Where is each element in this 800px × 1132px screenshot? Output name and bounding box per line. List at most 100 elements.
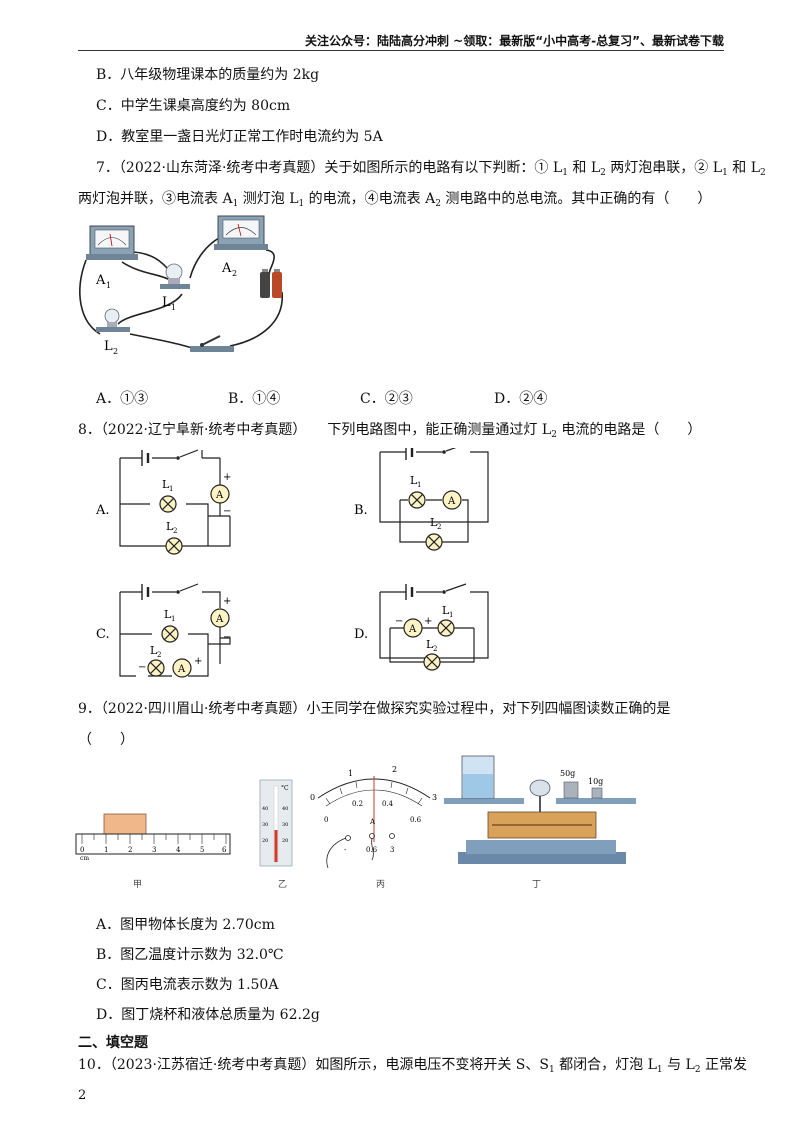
q7-option-d: D．②④ xyxy=(494,391,548,407)
svg-text:L: L xyxy=(426,638,434,651)
svg-text:1: 1 xyxy=(169,485,173,493)
svg-text:+: + xyxy=(424,616,432,627)
svg-text:L: L xyxy=(150,644,158,657)
q6-option-b: B．八年级物理课本的质量约为 2kg xyxy=(96,67,320,83)
svg-text:A: A xyxy=(215,490,224,501)
ammeter-a1-icon xyxy=(86,225,138,260)
svg-text:2: 2 xyxy=(157,651,161,659)
ammeter-dial-figure: 0 1 2 3 0 0.2 0.4 0.6 A - 0.6 3 xyxy=(310,765,437,869)
svg-text:30: 30 xyxy=(282,822,288,828)
q9-option-a: A．图甲物体长度为 2.70cm xyxy=(96,917,275,933)
svg-text:6: 6 xyxy=(222,846,227,854)
page-header: 关注公众号：陆陆高分冲刺 ~领取：最新版“小中高考-总复习”、最新试卷下载 xyxy=(305,34,724,48)
svg-text:L: L xyxy=(430,516,438,529)
q6-option-c: C．中学生课桌高度约为 80cm xyxy=(96,98,291,114)
q9-figures: 0 1 2 3 4 5 6 cm °C 40 30 20 40 30 20 0 … xyxy=(75,755,636,869)
q7-option-c: C．②③ xyxy=(360,391,413,407)
q9-option-d: D．图丁烧杯和液体总质量为 62.2g xyxy=(96,1007,320,1023)
svg-text:1: 1 xyxy=(171,303,176,312)
svg-text:1: 1 xyxy=(417,481,421,489)
bulb-l1-icon xyxy=(160,263,190,289)
svg-text:1: 1 xyxy=(348,769,353,778)
svg-text:L: L xyxy=(410,474,418,487)
q9-stem: 9．（2022·四川眉山·统考中考真题）小王同学在做探究实验过程中，对下列四幅图… xyxy=(78,701,671,717)
svg-text:0.6: 0.6 xyxy=(366,846,378,854)
svg-text:A: A xyxy=(447,496,456,507)
svg-text:0.4: 0.4 xyxy=(382,800,394,808)
svg-text:3: 3 xyxy=(152,846,156,854)
label-a2: A xyxy=(221,261,232,276)
fig-label-ding: 丁 xyxy=(532,880,542,890)
q9-option-c: C．图丙电流表示数为 1.50A xyxy=(96,977,279,993)
svg-text:0: 0 xyxy=(324,816,328,824)
svg-text:0: 0 xyxy=(310,793,315,802)
svg-text:20: 20 xyxy=(262,838,268,844)
svg-text:+: + xyxy=(194,656,202,667)
svg-text:2: 2 xyxy=(128,846,132,854)
svg-text:40: 40 xyxy=(262,806,268,812)
svg-text:L: L xyxy=(164,608,172,621)
page-number: 2 xyxy=(78,1088,87,1103)
battery-icon xyxy=(260,269,282,298)
svg-text:C.: C. xyxy=(96,627,110,642)
svg-text:+: + xyxy=(223,596,231,607)
svg-text:A: A xyxy=(215,614,224,625)
svg-text:1: 1 xyxy=(449,611,453,619)
svg-text:1: 1 xyxy=(171,615,175,623)
svg-text:40: 40 xyxy=(282,806,288,812)
svg-text:cm: cm xyxy=(80,855,89,862)
svg-text:A: A xyxy=(369,818,376,826)
svg-text:2: 2 xyxy=(437,523,441,531)
fig-label-bing: 丙 xyxy=(376,880,386,890)
q7-circuit-figure: A 1 L 1 A 2 L 2 xyxy=(79,215,283,356)
q10-stem: 10．（2023·江苏宿迁·统考中考真题）如图所示，电源电压不变将开关 S、S1… xyxy=(78,1057,748,1075)
bulb-l2-icon xyxy=(96,308,130,332)
svg-text:1: 1 xyxy=(106,281,111,290)
switch-icon xyxy=(190,335,234,352)
svg-text:L: L xyxy=(162,478,170,491)
svg-text:−: − xyxy=(223,506,231,517)
svg-text:20: 20 xyxy=(282,838,288,844)
svg-text:2: 2 xyxy=(433,645,437,653)
svg-text:0.6: 0.6 xyxy=(410,816,422,824)
q6-option-d: D．教室里一盏日光灯正常工作时电流约为 5A xyxy=(96,129,383,145)
q9-paren: （ ） xyxy=(78,732,134,748)
ammeter-a2-icon xyxy=(214,215,268,250)
svg-text:+: + xyxy=(223,472,231,483)
svg-text:50g: 50g xyxy=(560,769,575,778)
q7-option-b: B．①④ xyxy=(228,391,281,407)
q9-option-b: B．图乙温度计示数为 32.0℃ xyxy=(96,947,284,963)
fig-label-yi: 乙 xyxy=(278,880,288,890)
svg-text:5: 5 xyxy=(200,846,204,854)
svg-text:L: L xyxy=(442,604,450,617)
svg-text:2: 2 xyxy=(173,527,177,535)
label-l2: L xyxy=(104,339,113,354)
label-a1: A xyxy=(95,273,106,288)
svg-text:0.2: 0.2 xyxy=(352,800,363,808)
svg-text:2: 2 xyxy=(392,765,397,774)
thermometer-figure: °C 40 30 20 40 30 20 xyxy=(259,779,293,867)
svg-text:D.: D. xyxy=(354,627,368,642)
q8-stem: 8．（2022·辽宁阜新·统考中考真题） 下列电路图中，能正确测量通过灯 L2 … xyxy=(78,422,702,440)
ruler-figure: 0 1 2 3 4 5 6 cm xyxy=(75,813,231,862)
svg-text:A: A xyxy=(408,624,417,635)
svg-text:30: 30 xyxy=(262,822,268,828)
svg-text:−: − xyxy=(395,616,403,627)
svg-text:B.: B. xyxy=(354,503,368,518)
svg-text:1: 1 xyxy=(104,846,108,854)
svg-text:0: 0 xyxy=(80,846,84,854)
svg-text:-: - xyxy=(344,846,347,854)
section-fill-in: 二、填空题 xyxy=(78,1035,148,1051)
label-l1: L xyxy=(162,295,171,310)
fig-label-jia: 甲 xyxy=(133,880,143,890)
svg-text:3: 3 xyxy=(390,846,394,854)
svg-text:3: 3 xyxy=(432,793,437,802)
svg-text:A.: A. xyxy=(95,503,110,518)
svg-text:−: − xyxy=(138,662,146,673)
svg-text:L: L xyxy=(166,520,174,533)
